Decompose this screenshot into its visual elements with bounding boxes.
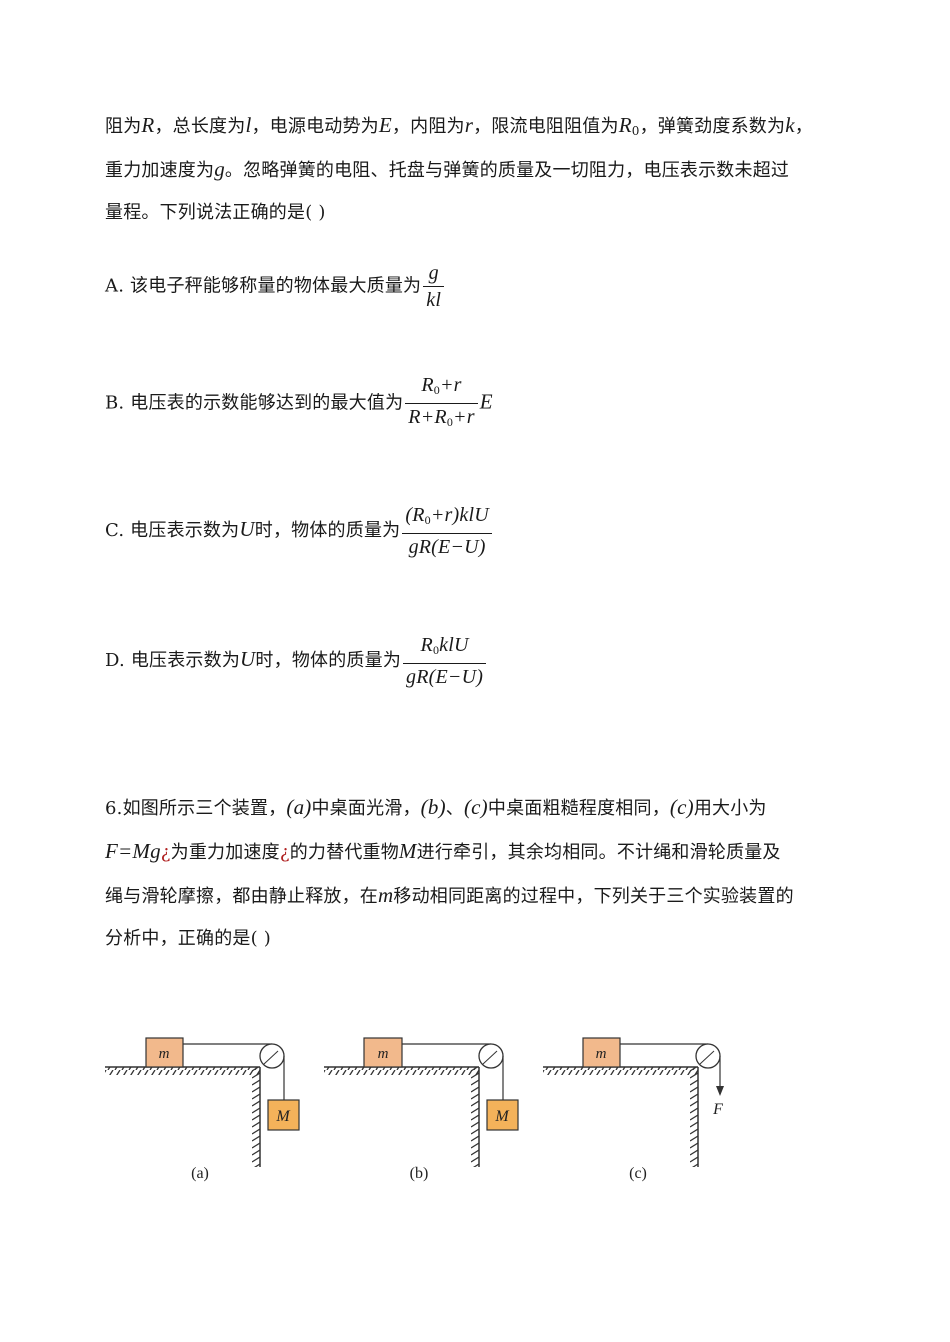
q6-stem-line-2: F=Mg¿为重力加速度¿的力替代重物M进行牵引，其余均相同。不计绳和滑轮质量及 — [105, 839, 781, 863]
block-m — [363, 1037, 403, 1068]
caption-a: (a) — [191, 1165, 209, 1182]
q5-stem-line-3: 量程。下列说法正确的是( ) — [105, 202, 326, 223]
q5-stem-line-1: 阻为R，总长度为l，电源电动势为E，内阻为r，限流电阻阻值为R0，弹簧劲度系数为… — [105, 113, 813, 138]
q5-stem-line-2: 重力加速度为g。忽略弹簧的电阻、托盘与弹簧的质量及一切阻力，电压表示数未超过 — [105, 157, 790, 181]
panel-b: m M (b) — [324, 1037, 519, 1182]
block-M — [267, 1099, 300, 1131]
svg-text:m: m — [378, 1046, 389, 1062]
pulley-figure: m M (a) m M (b) — [100, 1030, 740, 1190]
q6-stem-line-4: 分析中，正确的是( ) — [105, 928, 271, 949]
block-m — [145, 1037, 184, 1068]
q6-stem-line-1: 6.如图所示三个装置，(a)中桌面光滑，(b)、(c)中桌面粗糙程度相同，(c)… — [105, 795, 767, 819]
svg-text:M: M — [275, 1108, 291, 1125]
panel-a: m M (a) — [105, 1037, 300, 1182]
svg-text:F: F — [712, 1101, 723, 1118]
caption-b: (b) — [410, 1165, 429, 1182]
svg-text:m: m — [159, 1046, 170, 1062]
block-M — [486, 1099, 519, 1131]
block-m — [582, 1037, 621, 1068]
q6-stem-line-3: 绳与滑轮摩擦，都由静止释放，在m移动相同距离的过程中，下列关于三个实验装置的 — [105, 883, 794, 907]
panel-c: m F (c) — [543, 1037, 724, 1182]
svg-text:m: m — [596, 1046, 607, 1062]
svg-text:M: M — [494, 1108, 510, 1125]
caption-c: (c) — [629, 1165, 647, 1182]
